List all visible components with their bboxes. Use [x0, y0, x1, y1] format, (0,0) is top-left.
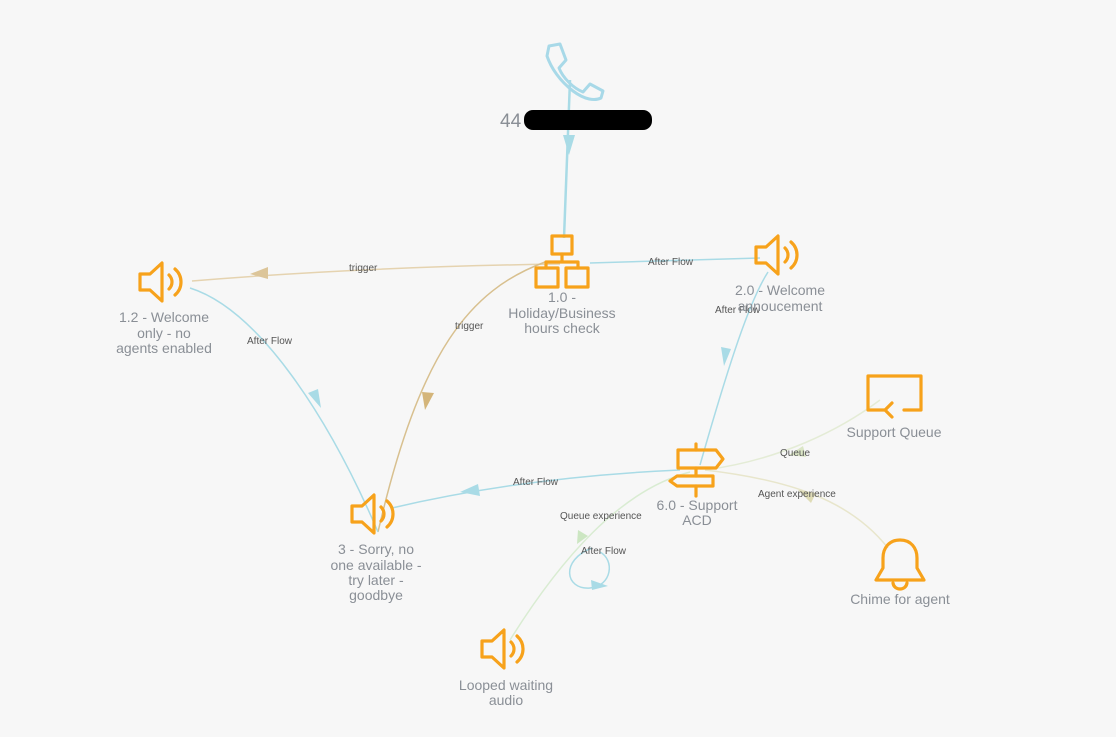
queue-return-icon	[866, 374, 923, 419]
edge-queue-experience[interactable]: Queue experience	[509, 471, 691, 641]
node-label-line: Support Queue	[847, 424, 942, 440]
node-label-line: 6.0 - Support	[657, 497, 738, 513]
node-sorry[interactable]: 3 - Sorry, no one available - try later …	[330, 493, 422, 603]
node-label-line: annoucement	[738, 298, 823, 314]
phone-icon	[545, 42, 605, 101]
edge-trigger-to-welcome-only[interactable]: trigger	[191, 263, 561, 282]
edge-label-after-flow-4: After Flow	[513, 477, 559, 488]
node-holiday-check[interactable]: 1.0 - Holiday/Business hours check	[508, 234, 616, 336]
edge-label-after-flow-2: After Flow	[247, 336, 293, 347]
speaker-icon	[138, 261, 183, 303]
edge-agent-experience[interactable]: Agent experience	[704, 469, 889, 549]
speaker-icon	[350, 493, 395, 535]
node-label-line: agents enabled	[116, 340, 212, 356]
edge-label-after-flow-5: After Flow	[581, 546, 627, 557]
node-label-line: one available -	[330, 557, 421, 573]
node-support-queue[interactable]: Support Queue	[847, 374, 942, 440]
node-label-line: only - no	[137, 325, 191, 341]
node-label-line: 2.0 - Welcome	[735, 282, 825, 298]
edge-holiday-to-welcome-announcement[interactable]: After Flow	[589, 257, 761, 268]
node-welcome-only[interactable]: 1.2 - Welcome only - no agents enabled	[116, 261, 212, 356]
entry-node[interactable]: 44	[500, 42, 652, 132]
edge-label-after-flow-1: After Flow	[648, 257, 694, 268]
edge-queue[interactable]: Queue	[704, 399, 881, 471]
node-chime[interactable]: Chime for agent	[850, 538, 950, 607]
node-label-line: Holiday/Business	[508, 305, 615, 321]
speaker-icon	[754, 234, 799, 276]
edge-entry-to-holiday-check[interactable]	[562, 79, 575, 239]
node-welcome-announcement[interactable]: 2.0 - Welcome annoucement	[735, 234, 825, 314]
node-label-line: hours check	[524, 320, 600, 336]
edge-welcome-only-to-sorry[interactable]: After Flow	[189, 287, 379, 533]
edge-support-acd-self-loop[interactable]: After Flow	[568, 546, 627, 590]
signpost-icon	[668, 442, 725, 498]
edge-label-after-flow-3: After Flow	[715, 305, 761, 316]
speaker-icon	[480, 628, 525, 670]
entry-number: 44	[500, 111, 522, 132]
node-label-line: 3 - Sorry, no	[338, 541, 414, 557]
edge-trigger-to-sorry[interactable]: trigger	[377, 261, 546, 533]
redaction-bar	[524, 110, 652, 130]
node-label-line: ACD	[682, 512, 712, 528]
node-label-line: try later -	[348, 572, 404, 588]
edge-support-acd-to-sorry[interactable]: After Flow	[391, 469, 681, 509]
edge-label-trigger-1: trigger	[349, 263, 378, 274]
node-label-line: audio	[489, 692, 523, 708]
node-support-acd[interactable]: 6.0 - Support ACD	[657, 442, 738, 528]
edge-welcome-announcement-to-support-acd[interactable]: After Flow	[699, 271, 769, 466]
bell-icon	[874, 538, 926, 591]
edge-label-agent-experience: Agent experience	[758, 489, 836, 500]
node-label-line: Looped waiting	[459, 677, 553, 693]
edge-label-queue: Queue	[780, 448, 810, 459]
edge-label-trigger-2: trigger	[455, 321, 484, 332]
sitemap-icon	[534, 234, 590, 289]
node-looped-audio[interactable]: Looped waiting audio	[459, 628, 553, 708]
node-label-line: goodbye	[349, 587, 403, 603]
node-label-line: 1.0 -	[548, 289, 576, 305]
node-label-line: Chime for agent	[850, 591, 950, 607]
edge-label-queue-experience: Queue experience	[560, 511, 642, 522]
node-label-line: 1.2 - Welcome	[119, 309, 209, 325]
